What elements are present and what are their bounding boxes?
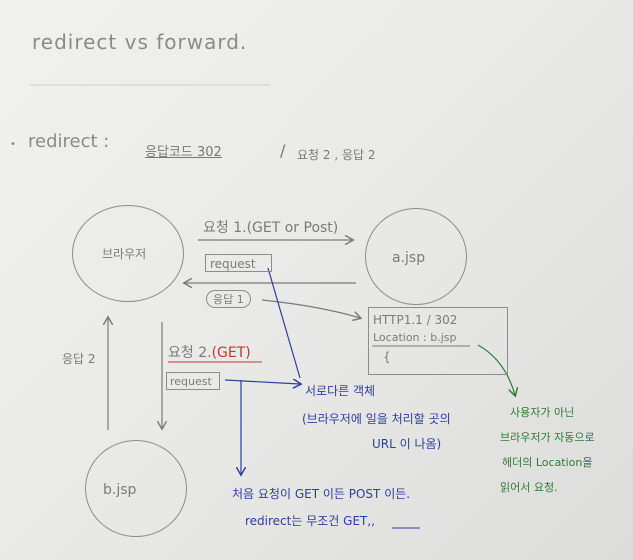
blue-note-line4: 처음 요청이 GET 이든 POST 이든. bbox=[232, 487, 411, 501]
request2-method: (GET) bbox=[211, 345, 251, 361]
request2-text: 요청 2. bbox=[168, 345, 212, 361]
http-location-header: Location : b.jsp bbox=[373, 331, 457, 344]
http-status-line: HTTP1.1 / 302 bbox=[373, 313, 458, 327]
request1-box: request bbox=[205, 254, 272, 272]
bullet-point: • bbox=[10, 139, 16, 150]
blue-connector-a bbox=[267, 267, 301, 379]
blue-note-line2: (브라우저에 일을 처리할 곳의 bbox=[302, 412, 451, 426]
green-note-line3: 헤더의 Location을 bbox=[502, 456, 593, 469]
response1-to-http-arrow bbox=[261, 299, 360, 318]
http-response-box bbox=[368, 307, 508, 375]
redirect-separator: / bbox=[280, 141, 286, 160]
green-note-line2: 브라우저가 자동으로 bbox=[500, 431, 595, 444]
response2-label: 응답 2 bbox=[62, 352, 96, 366]
response1-label: 응답 1 bbox=[206, 290, 251, 308]
green-note-line4: 읽어서 요청. bbox=[500, 481, 558, 494]
http-body-brace: { bbox=[383, 350, 391, 364]
redirect-label: redirect : bbox=[28, 131, 110, 152]
blue-note-line1: 서로다른 객체 bbox=[305, 384, 376, 398]
request2-box: request bbox=[166, 372, 220, 390]
green-note-line1: 사용자가 아닌 bbox=[510, 406, 575, 419]
blue-note-line3: URL 이 나옴) bbox=[372, 437, 442, 451]
b-jsp-node bbox=[85, 440, 187, 537]
page-title: redirect vs forward. bbox=[32, 30, 248, 54]
request1-label: 요청 1.(GET or Post) bbox=[203, 220, 339, 236]
request2-label: 요청 2.(GET) bbox=[168, 342, 251, 362]
redirect-request-response-count: 요청 2 , 응답 2 bbox=[297, 148, 376, 162]
blue-connector-b bbox=[224, 380, 300, 384]
browser-label: 브라우저 bbox=[102, 247, 147, 261]
b-jsp-label: b.jsp bbox=[103, 482, 137, 498]
a-jsp-node bbox=[365, 208, 467, 305]
redirect-response-code: 응답코드 302 bbox=[145, 145, 222, 160]
blue-note-line5: redirect는 무조건 GET,, bbox=[245, 514, 375, 528]
browser-node bbox=[72, 205, 184, 302]
a-jsp-label: a.jsp bbox=[392, 250, 426, 266]
green-arrow bbox=[477, 344, 515, 395]
